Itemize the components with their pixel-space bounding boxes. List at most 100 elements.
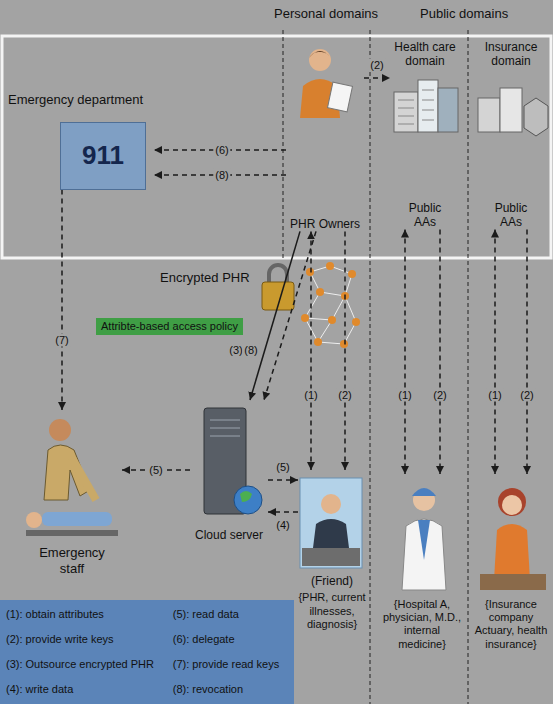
legend-entry: (3): Outsource encrypted PHR [6,658,163,671]
owner-figure: PHR Owners [286,42,364,231]
step-label: (7) [53,334,70,347]
connector [404,230,406,474]
attribute-set: {PHR, current illnesses, diagnosis} [298,591,366,631]
domain-divider [370,30,371,704]
step-label: (1) [302,389,319,402]
network-person [316,288,324,296]
policy-bar: Attribte-based access policy [96,318,243,335]
connector [61,190,63,410]
domain-divider [468,30,469,704]
connector [264,231,316,400]
domain-header: Personal domains [274,6,378,21]
domain-divider [283,30,284,258]
connector [526,230,528,474]
figure-label: Encrypted PHR [160,270,258,286]
friend-body [313,519,349,548]
legend-entry: (2): provide write keys [6,633,163,646]
step-label: (2) [368,59,385,72]
connector [364,77,390,79]
building-windows [398,90,434,124]
attribute-set: {Insurance company Actuary, health insur… [472,598,550,651]
legend-entry: (8): revocation [173,683,288,696]
agent-body [494,524,530,580]
owner-paper [328,82,353,112]
hospital-building [418,80,438,132]
physician-cap [412,488,436,496]
step-label: (5) [274,461,291,474]
connector [439,230,441,474]
domain-header: Public domains [420,6,508,21]
legend-entry: (4): write data [6,683,163,696]
agent-hair [498,488,526,516]
server-slots [210,420,240,436]
connector [344,231,346,470]
lock-shackle [269,265,287,284]
bar-label: Attribte-based access policy [101,320,238,333]
agent-desk [480,574,546,590]
legend-entry: (6): delegate [173,633,288,646]
patient-body [42,512,112,526]
friend-desk [302,548,360,566]
connector [250,231,300,400]
step-label: (4) [274,519,291,532]
connector [310,231,312,470]
step-label: (8) [213,169,230,182]
network-person [340,340,348,348]
legend-entry: (1): obtain attributes [6,608,163,621]
department-block: Emergency department911 [8,92,154,190]
connector [268,511,298,513]
server-figure: Cloud server [190,400,268,542]
owner-hair [309,51,331,58]
hospital-building [394,92,418,132]
medic-head [49,419,71,441]
figure-label: Emergency staff [32,545,112,576]
network-person [306,268,314,276]
step-label: (2) [336,389,353,402]
insurance-cube [524,98,548,136]
network-person [348,270,356,278]
insurance-building [478,98,500,132]
attribute-set: {Hospital A, physician, M.D., internal m… [380,598,464,651]
staff-figure: Emergency staff [22,410,122,576]
network-person [326,262,334,270]
figure-label: Cloud server [190,528,268,542]
figure-label: PHR Owners [286,217,364,231]
friend-backdrop [300,478,362,568]
user-figure: {Insurance company Actuary, health insur… [472,474,550,651]
physician-scrubs [418,520,430,560]
domain-heading: Health care domain [390,40,460,69]
globe-land [240,491,252,502]
network-links [305,266,356,344]
medic-arm [72,458,96,500]
step-label: (2) [431,389,448,402]
owner-head [309,49,331,71]
figure-label: (Friend) [298,574,366,588]
network-person [328,316,336,324]
insurance-building [500,88,522,132]
network-person [352,318,360,326]
step-label: (6) [213,144,230,157]
friend-head [321,494,341,514]
step-label: (1) [486,389,503,402]
step-label: (8) [242,344,259,357]
legend-entry: (7): provide read keys [173,658,288,671]
domain-heading: Insurance domain [474,40,548,69]
legend-box: (1): obtain attributes (2): provide write… [0,600,294,704]
user-figure: (Friend) {PHR, current illnesses, diagnos… [298,470,366,631]
lock-figure: Encrypted PHR [160,270,294,286]
figure-label: Public AAs [486,201,536,230]
ground-bar [26,530,118,536]
legend-entry: (5): read data [173,608,288,621]
hospital-building [438,88,458,132]
step-label: (5) [147,464,164,477]
connector [494,230,496,474]
agent-head [502,495,522,515]
physician-coat [402,519,446,590]
network-person [301,314,309,322]
figure-label: Public AAs [400,201,450,230]
region-frame [2,36,551,258]
user-figure: {Hospital A, physician, M.D., internal m… [380,474,464,651]
